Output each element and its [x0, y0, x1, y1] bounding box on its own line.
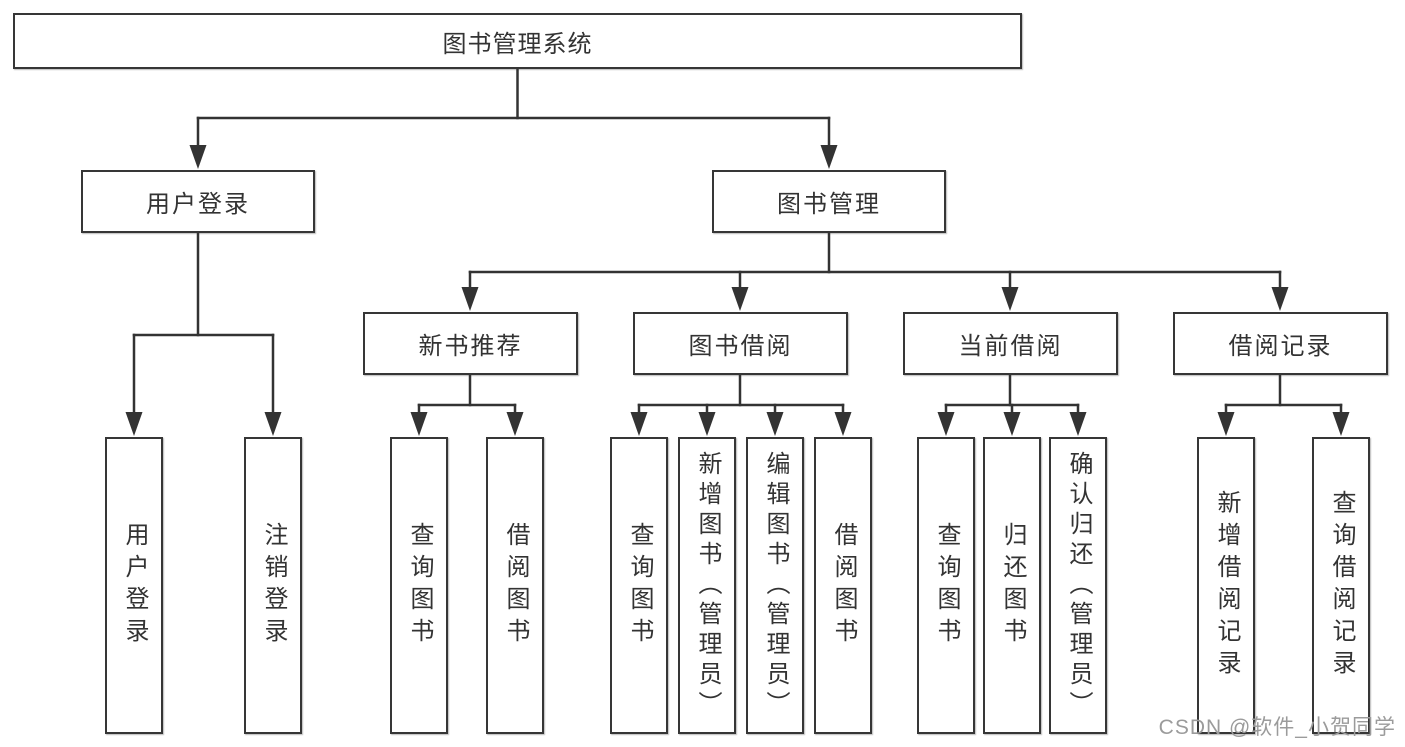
node-user-login-label: 用户登录 — [146, 191, 250, 218]
node-book-borrowing: 图书借阅 — [633, 312, 848, 375]
watermark: CSDN @软件_小贺同学 — [1158, 716, 1396, 739]
leaf-edit-books-admin-label: 编辑图书（管理员） — [762, 450, 789, 721]
node-book-management-label: 图书管理 — [777, 191, 881, 218]
node-root-system-label: 图书管理系统 — [442, 30, 593, 58]
node-book-management: 图书管理 — [712, 170, 946, 233]
leaf-confirm-return-admin-label: 确认归还（管理员） — [1065, 450, 1092, 721]
leaf-return-books-label: 归还图书 — [999, 521, 1026, 650]
node-root-system: 图书管理系统 — [13, 13, 1022, 69]
node-current-borrowing-label: 当前借阅 — [958, 333, 1063, 360]
leaf-query-books-borrowing: 查询图书 — [610, 437, 668, 734]
leaf-edit-books-admin: 编辑图书（管理员） — [746, 437, 804, 734]
node-new-book-recommendation: 新书推荐 — [363, 312, 578, 375]
node-user-login: 用户登录 — [81, 170, 315, 233]
leaf-logout-login-label: 注销登录 — [260, 521, 287, 650]
node-borrowing-records: 借阅记录 — [1173, 312, 1388, 375]
node-new-book-recommendation-label: 新书推荐 — [418, 333, 523, 360]
leaf-query-books-borrowing-label: 查询图书 — [626, 521, 653, 650]
leaf-query-books-recommend-label: 查询图书 — [406, 521, 433, 650]
leaf-add-borrow-record: 新增借阅记录 — [1197, 437, 1255, 734]
leaf-borrow-books-recommend-label: 借阅图书 — [502, 521, 529, 650]
leaf-confirm-return-admin: 确认归还（管理员） — [1049, 437, 1107, 734]
leaf-add-books-admin: 新增图书（管理员） — [678, 437, 736, 734]
leaf-logout-login: 注销登录 — [244, 437, 302, 734]
leaf-add-borrow-record-label: 新增借阅记录 — [1213, 489, 1240, 682]
node-borrowing-records-label: 借阅记录 — [1228, 333, 1333, 360]
node-book-borrowing-label: 图书借阅 — [688, 333, 793, 360]
leaf-return-books: 归还图书 — [983, 437, 1041, 734]
leaf-query-borrow-record: 查询借阅记录 — [1312, 437, 1370, 734]
leaf-query-books-current-label: 查询图书 — [933, 521, 960, 650]
node-current-borrowing: 当前借阅 — [903, 312, 1118, 375]
leaf-query-books-current: 查询图书 — [917, 437, 975, 734]
leaf-query-books-recommend: 查询图书 — [390, 437, 448, 734]
leaf-user-login-label: 用户登录 — [121, 521, 148, 650]
leaf-borrow-books-borrowing: 借阅图书 — [814, 437, 872, 734]
leaf-borrow-books-recommend: 借阅图书 — [486, 437, 544, 734]
leaf-user-login: 用户登录 — [105, 437, 163, 734]
leaf-borrow-books-borrowing-label: 借阅图书 — [830, 521, 857, 650]
leaf-add-books-admin-label: 新增图书（管理员） — [694, 450, 721, 721]
leaf-query-borrow-record-label: 查询借阅记录 — [1328, 489, 1355, 682]
